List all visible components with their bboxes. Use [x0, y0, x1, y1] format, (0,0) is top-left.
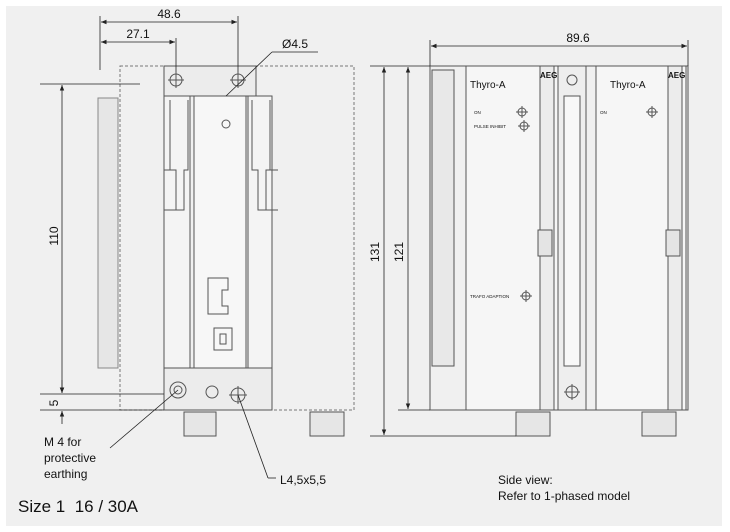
- side-view-note-line2: Refer to 1-phased model: [498, 489, 630, 503]
- mounting-plate-top: [163, 65, 257, 97]
- leader-lines: [109, 389, 276, 479]
- screw-middle: [205, 385, 219, 399]
- cutout-upper: [207, 277, 229, 315]
- earthing-note-line2: protective: [44, 451, 96, 465]
- terminal-foot-left: [183, 411, 217, 437]
- module-2-connector: [665, 229, 681, 257]
- side-view: [429, 65, 689, 437]
- side-heatsink: [431, 69, 455, 367]
- cutout-lower: [213, 327, 233, 351]
- dim-89-6: 89.6: [566, 31, 590, 45]
- dim-5: 5: [47, 399, 61, 406]
- dim-27-1: 27.1: [126, 27, 150, 41]
- side-view-note-line1: Side view:: [498, 473, 553, 487]
- terminal-block: [163, 367, 273, 411]
- earthing-note-line3: earthing: [44, 467, 87, 481]
- module-1-trafo-label: TRAFO ADAPTION: [470, 294, 509, 299]
- center-channel: [193, 95, 247, 369]
- dim-110: 110: [47, 226, 61, 245]
- terminal-foot-right: [309, 411, 345, 437]
- front-view: [97, 65, 355, 437]
- heatsink-strip: [97, 97, 119, 369]
- module-1-brand: AEG: [540, 71, 557, 80]
- side-dimensions: [370, 40, 689, 437]
- module-1-on-label: ON: [474, 110, 481, 115]
- side-foot-left: [515, 411, 551, 437]
- dim-131: 131: [368, 242, 382, 262]
- front-dimensions: [40, 16, 318, 424]
- earthing-note-line1: M 4 for: [44, 435, 81, 449]
- slot-note: L4,5x5,5: [280, 473, 326, 487]
- module-2-brand: AEG: [668, 71, 685, 80]
- module-1-pulse-label: PULSE INHIBIT: [474, 124, 506, 129]
- module-1-name: Thyro-A: [470, 80, 506, 91]
- module-2-on-label: ON: [600, 110, 607, 115]
- dim-48-6: 48.6: [157, 7, 181, 21]
- earthing-screw: [169, 381, 187, 399]
- size-label: Size 1 16 / 30A: [18, 497, 139, 516]
- side-foot-right: [641, 411, 677, 437]
- dim-121: 121: [392, 242, 406, 262]
- module-1-connector: [537, 229, 553, 257]
- dim-hole-diameter: Ø4.5: [282, 37, 308, 51]
- module-2-name: Thyro-A: [610, 80, 646, 91]
- rail-left: [163, 95, 191, 369]
